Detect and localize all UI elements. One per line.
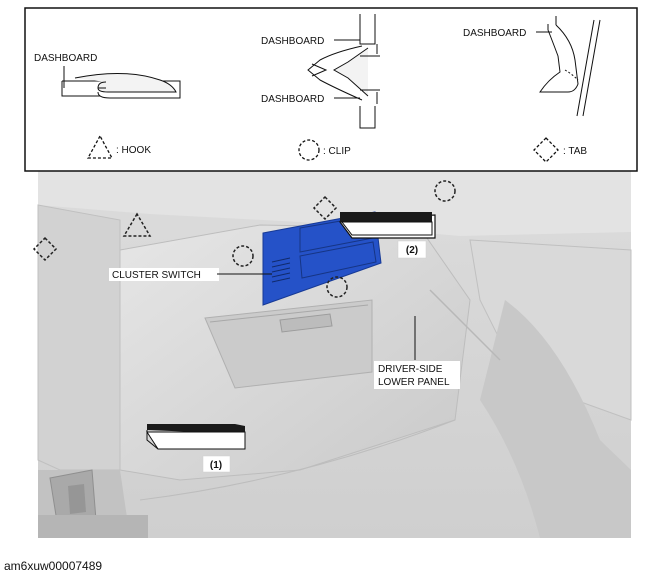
clip-marker-bottom	[326, 276, 348, 298]
tab-marker-left	[32, 236, 58, 262]
tab-detail-caption: DASHBOARD	[463, 28, 526, 39]
tab-legend-label: : TAB	[563, 146, 587, 157]
legend-box: DASHBOARD DASHBOARD DASHBOARD DASHBOARD	[24, 7, 638, 172]
clip-marker-left	[232, 245, 254, 267]
clip-legend-icon	[298, 139, 320, 161]
clip-detail-caption-top: DASHBOARD	[261, 36, 324, 47]
tab-legend-icon	[533, 137, 559, 163]
hook-detail-caption: DASHBOARD	[34, 53, 97, 64]
hook-legend-icon	[86, 134, 114, 159]
arrow-step-2	[338, 212, 436, 239]
clip-legend-label: : CLIP	[323, 146, 351, 157]
clip-marker-top-right	[434, 180, 456, 202]
lower-panel-label-line2: LOWER PANEL	[378, 377, 450, 388]
clip-detail	[307, 14, 380, 129]
tab-detail	[539, 16, 601, 117]
step-2-label: (2)	[406, 245, 418, 256]
clip-detail-caption-bottom: DASHBOARD	[261, 94, 324, 105]
image-code-caption: am6xuw00007489	[4, 559, 103, 573]
step-1-label: (1)	[210, 460, 222, 471]
arrow-step-1	[146, 424, 246, 450]
hook-marker	[122, 212, 152, 237]
tab-marker-center	[312, 195, 338, 221]
lower-panel-label-line1: DRIVER-SIDE	[378, 364, 443, 375]
hook-legend-label: : HOOK	[116, 145, 151, 156]
hook-detail	[61, 73, 181, 99]
cluster-switch-label: CLUSTER SWITCH	[112, 270, 201, 281]
